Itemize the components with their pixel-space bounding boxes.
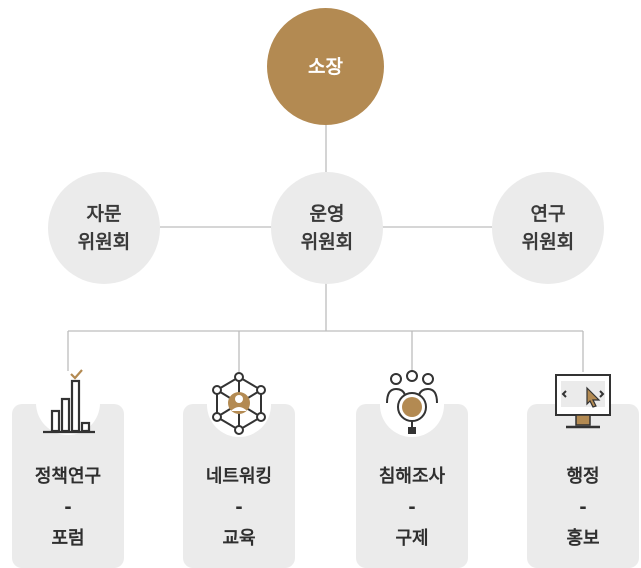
department-dash: - bbox=[235, 497, 243, 518]
department-text: 정책연구 - 포럼 bbox=[12, 461, 124, 554]
committee-line1: 연구 bbox=[530, 203, 566, 225]
committee-research[interactable]: 연구 위원회 bbox=[492, 172, 604, 284]
department-line1: 행정 bbox=[566, 466, 600, 487]
department-line2: 구제 bbox=[395, 528, 429, 549]
committee-line2: 위원회 bbox=[300, 231, 354, 253]
department-dash: - bbox=[579, 497, 587, 518]
committee-line2: 위원회 bbox=[77, 231, 131, 253]
department-line1: 네트워킹 bbox=[205, 466, 273, 487]
department-text: 침해조사 - 구제 bbox=[356, 461, 468, 554]
committee-line1: 자문 bbox=[86, 203, 122, 225]
department-dash: - bbox=[64, 497, 72, 518]
department-line2: 교육 bbox=[222, 528, 256, 549]
bar-chart-icon bbox=[35, 367, 101, 437]
department-line1: 정책연구 bbox=[34, 466, 102, 487]
network-people-icon bbox=[206, 367, 272, 437]
monitor-cursor-icon bbox=[550, 367, 616, 437]
department-text: 네트워킹 - 교육 bbox=[183, 461, 295, 554]
department-card-admin[interactable] bbox=[527, 404, 639, 568]
committee-line1: 운영 bbox=[309, 203, 345, 225]
director-label: 소장 bbox=[308, 55, 343, 78]
committee-line2: 위원회 bbox=[521, 231, 575, 253]
department-line2: 포럼 bbox=[51, 528, 85, 549]
department-text: 행정 - 홍보 bbox=[527, 461, 639, 554]
director-node[interactable]: 소장 bbox=[267, 8, 384, 125]
committee-operation[interactable]: 운영 위원회 bbox=[271, 172, 383, 284]
magnifier-people-icon bbox=[379, 367, 445, 437]
committee-advisory[interactable]: 자문 위원회 bbox=[48, 172, 160, 284]
department-dash: - bbox=[408, 497, 416, 518]
department-line2: 홍보 bbox=[566, 528, 600, 549]
department-line1: 침해조사 bbox=[378, 466, 446, 487]
